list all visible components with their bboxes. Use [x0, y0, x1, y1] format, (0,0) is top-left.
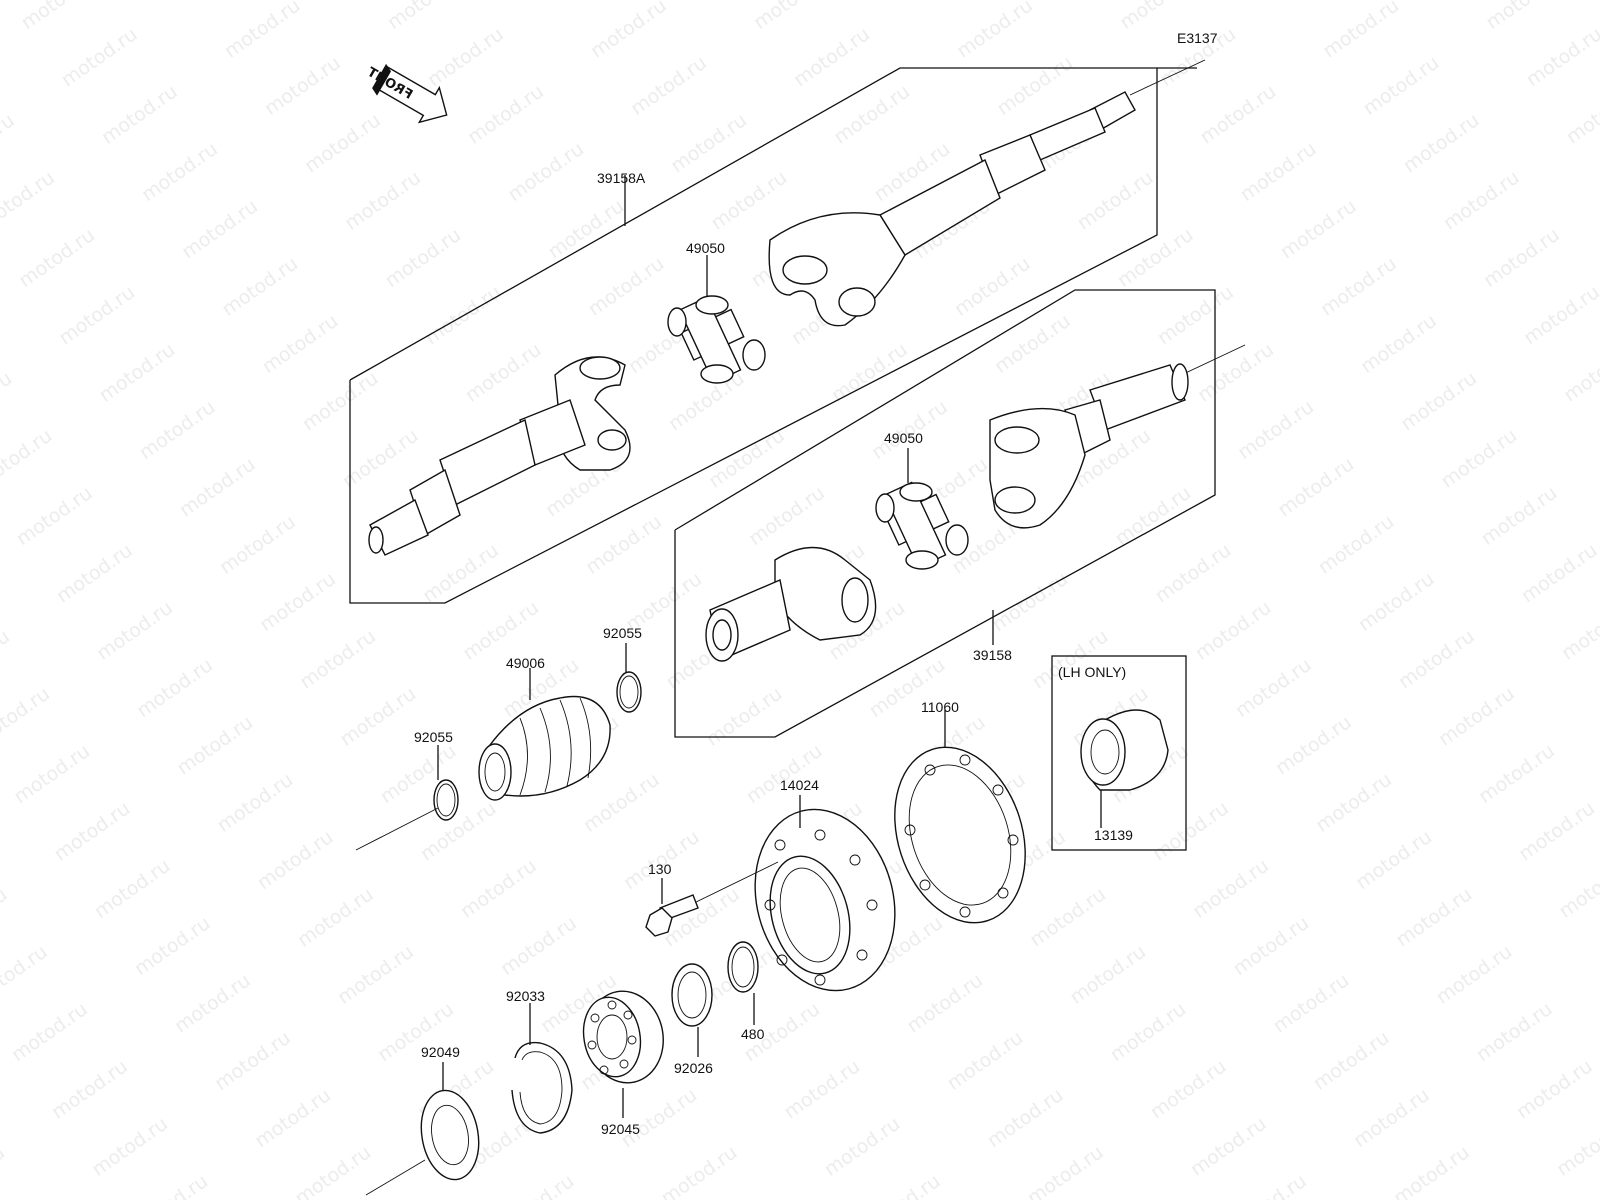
upper-shaft-inner [368, 356, 631, 556]
lh-only-note: (LH ONLY) [1058, 664, 1126, 680]
upper-shaft-outer [768, 59, 1206, 327]
part-label-92045: 92045 [601, 1121, 640, 1137]
lower-shaft-outer [989, 363, 1189, 529]
lower-shaft-inner [705, 546, 877, 662]
circlip-480 [727, 941, 759, 993]
part-label-92049: 92049 [421, 1044, 460, 1060]
bearing-92045 [582, 990, 664, 1084]
part-label-92055-left: 92055 [414, 729, 453, 745]
part-label-39158a: 39158A [597, 170, 646, 186]
part-label-49006: 49006 [506, 655, 545, 671]
lh-only-box [1051, 655, 1187, 851]
part-label-49050-upper: 49050 [686, 240, 725, 256]
oil-seal-92049 [365, 1089, 480, 1196]
washer-92026 [671, 963, 713, 1027]
bolt-130 [645, 861, 779, 937]
hub-flange-14024 [754, 808, 896, 992]
part-label-92055-right: 92055 [603, 625, 642, 641]
dust-boot-49006 [478, 695, 611, 801]
diagram-code: E3137 [1177, 30, 1218, 46]
part-label-49050-lower: 49050 [884, 430, 923, 446]
part-label-480: 480 [741, 1026, 765, 1042]
part-label-13139: 13139 [1094, 827, 1133, 843]
snap-ring-92055-left [355, 779, 459, 851]
shaft-assembly-box-39158a [349, 67, 1197, 604]
universal-joint-cross-upper [667, 295, 766, 384]
part-label-92026: 92026 [674, 1060, 713, 1076]
universal-joint-cross-lower [875, 481, 969, 570]
gasket-11060 [894, 746, 1026, 924]
part-label-14024: 14024 [780, 777, 819, 793]
part-label-130: 130 [648, 861, 672, 877]
part-label-39158: 39158 [973, 647, 1012, 663]
snap-ring-92055-right [616, 671, 642, 713]
part-label-11060: 11060 [921, 699, 959, 715]
part-label-92033: 92033 [506, 988, 545, 1004]
front-arrow-icon: FRONT [364, 63, 448, 124]
